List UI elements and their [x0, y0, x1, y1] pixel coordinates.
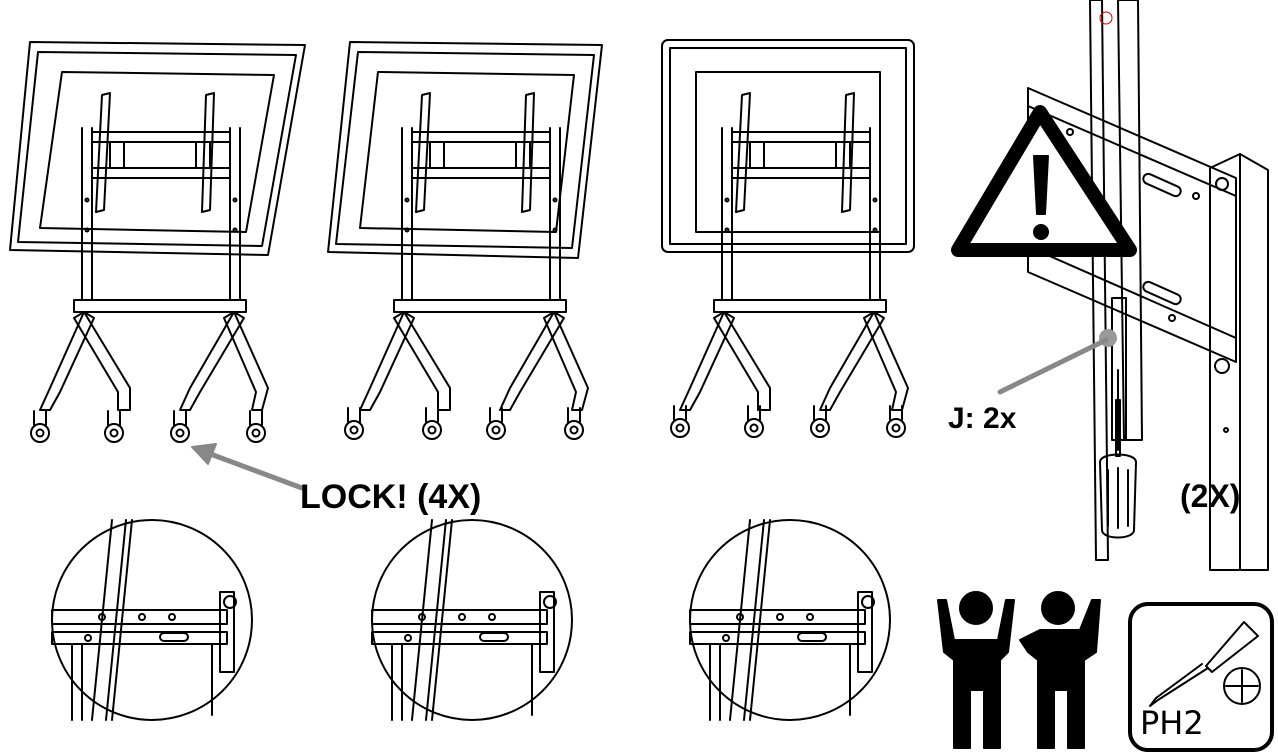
detail-circle-3: [689, 519, 891, 721]
lock-label: LOCK! (4X): [300, 478, 482, 516]
cart-illustration-3: [661, 39, 915, 438]
lock-arrow: [191, 443, 305, 491]
two-person-icon: [937, 591, 1101, 749]
j-pointer: [997, 337, 1109, 395]
repeat-count-label: (2X): [1180, 478, 1241, 514]
cart-illustration-1: [9, 41, 306, 443]
detail-circle-2: [371, 519, 573, 721]
detail-circle-1: [51, 519, 253, 721]
warning-triangle-icon: [951, 105, 1137, 257]
cart-illustration-2: [327, 41, 603, 440]
tool-label: PH2: [1140, 704, 1204, 742]
screw-count-label: J: 2x: [948, 402, 1017, 435]
phillips-screwdriver-icon: [1128, 602, 1274, 752]
